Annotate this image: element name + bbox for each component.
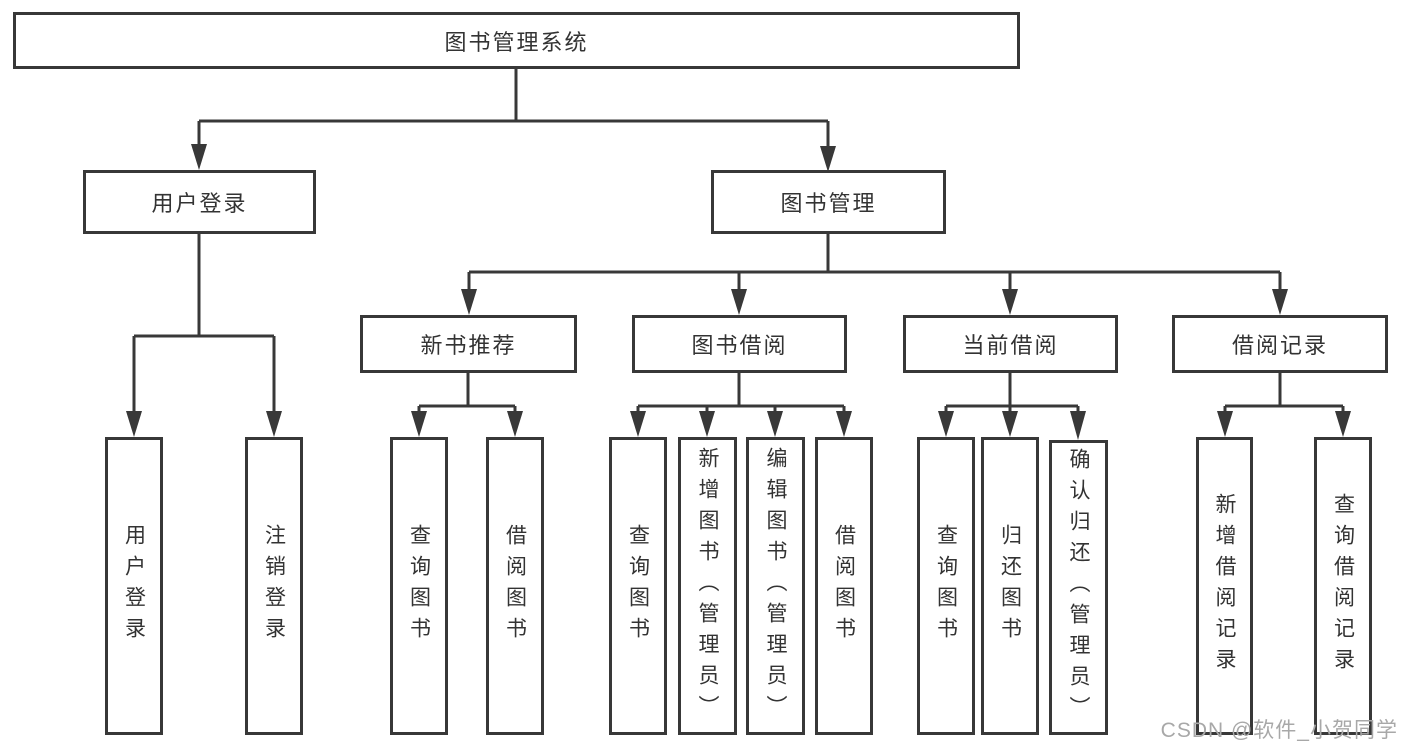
arrowhead bbox=[1272, 289, 1288, 315]
connector-book-borrow-children bbox=[630, 373, 852, 437]
arrowhead bbox=[1002, 411, 1018, 437]
arrowhead bbox=[1217, 411, 1233, 437]
leaf-records-add-record: 新增借阅记录 bbox=[1196, 437, 1253, 735]
arrowhead bbox=[699, 411, 715, 437]
leaf-borrow-edit-book-admin-label: 编辑图书（管理员） bbox=[764, 446, 787, 726]
leaf-logout-label: 注销登录 bbox=[262, 524, 286, 648]
leaf-rec-borrow-book: 借阅图书 bbox=[486, 437, 544, 735]
leaf-borrow-add-book-admin: 新增图书（管理员） bbox=[678, 437, 737, 735]
leaf-rec-borrow-book-label: 借阅图书 bbox=[503, 524, 527, 648]
leaf-user-login-label: 用户登录 bbox=[122, 524, 146, 648]
arrowhead bbox=[126, 411, 142, 437]
arrowhead bbox=[731, 289, 747, 315]
node-borrowing-records: 借阅记录 bbox=[1172, 315, 1388, 373]
leaf-records-add-record-label: 新增借阅记录 bbox=[1213, 493, 1236, 679]
leaf-borrow-borrow-book-label: 借阅图书 bbox=[832, 524, 856, 648]
node-user-login: 用户登录 bbox=[83, 170, 316, 234]
node-library-management-system: 图书管理系统 bbox=[13, 12, 1020, 69]
arrowhead bbox=[767, 411, 783, 437]
leaf-current-query-book: 查询图书 bbox=[917, 437, 975, 735]
arrowhead bbox=[820, 146, 836, 172]
connector-book-mgmt-children bbox=[461, 234, 1288, 315]
leaf-logout: 注销登录 bbox=[245, 437, 303, 735]
leaf-current-return-book: 归还图书 bbox=[981, 437, 1039, 735]
leaf-borrow-add-book-admin-label: 新增图书（管理员） bbox=[696, 446, 719, 726]
leaf-borrow-query-book: 查询图书 bbox=[609, 437, 667, 735]
connector-user-login-children bbox=[126, 234, 282, 437]
connector-borrow-records-children bbox=[1217, 373, 1351, 437]
leaf-borrow-query-book-label: 查询图书 bbox=[626, 524, 650, 648]
arrowhead bbox=[1002, 289, 1018, 315]
leaf-current-return-book-label: 归还图书 bbox=[998, 524, 1022, 648]
arrowhead bbox=[266, 411, 282, 437]
leaf-current-confirm-return-admin-label: 确认归还（管理员） bbox=[1067, 448, 1090, 727]
leaf-user-login: 用户登录 bbox=[105, 437, 163, 735]
arrowhead bbox=[507, 411, 523, 437]
arrowhead bbox=[938, 411, 954, 437]
node-book-management: 图书管理 bbox=[711, 170, 946, 234]
leaf-rec-query-book-label: 查询图书 bbox=[407, 524, 431, 648]
arrowhead bbox=[411, 411, 427, 437]
arrowhead bbox=[836, 411, 852, 437]
leaf-records-query-record: 查询借阅记录 bbox=[1314, 437, 1372, 735]
leaf-borrow-borrow-book: 借阅图书 bbox=[815, 437, 873, 735]
arrowhead bbox=[191, 144, 207, 170]
connector-root-to-level2 bbox=[191, 68, 836, 172]
leaf-current-query-book-label: 查询图书 bbox=[934, 524, 958, 648]
arrowhead bbox=[1335, 411, 1351, 437]
connector-current-borrow-children bbox=[938, 373, 1086, 440]
leaf-current-confirm-return-admin: 确认归还（管理员） bbox=[1049, 440, 1108, 735]
csdn-watermark: CSDN @软件_小贺同学 bbox=[1160, 719, 1398, 742]
leaf-records-query-record-label: 查询借阅记录 bbox=[1331, 493, 1355, 679]
arrowhead bbox=[630, 411, 646, 437]
arrowhead bbox=[461, 289, 477, 315]
arrowhead bbox=[1070, 411, 1086, 440]
node-current-borrowing: 当前借阅 bbox=[903, 315, 1118, 373]
node-new-book-recommendation: 新书推荐 bbox=[360, 315, 577, 373]
leaf-rec-query-book: 查询图书 bbox=[390, 437, 448, 735]
connector-new-book-rec-children bbox=[411, 373, 523, 437]
node-book-borrowing: 图书借阅 bbox=[632, 315, 847, 373]
leaf-borrow-edit-book-admin: 编辑图书（管理员） bbox=[746, 437, 805, 735]
